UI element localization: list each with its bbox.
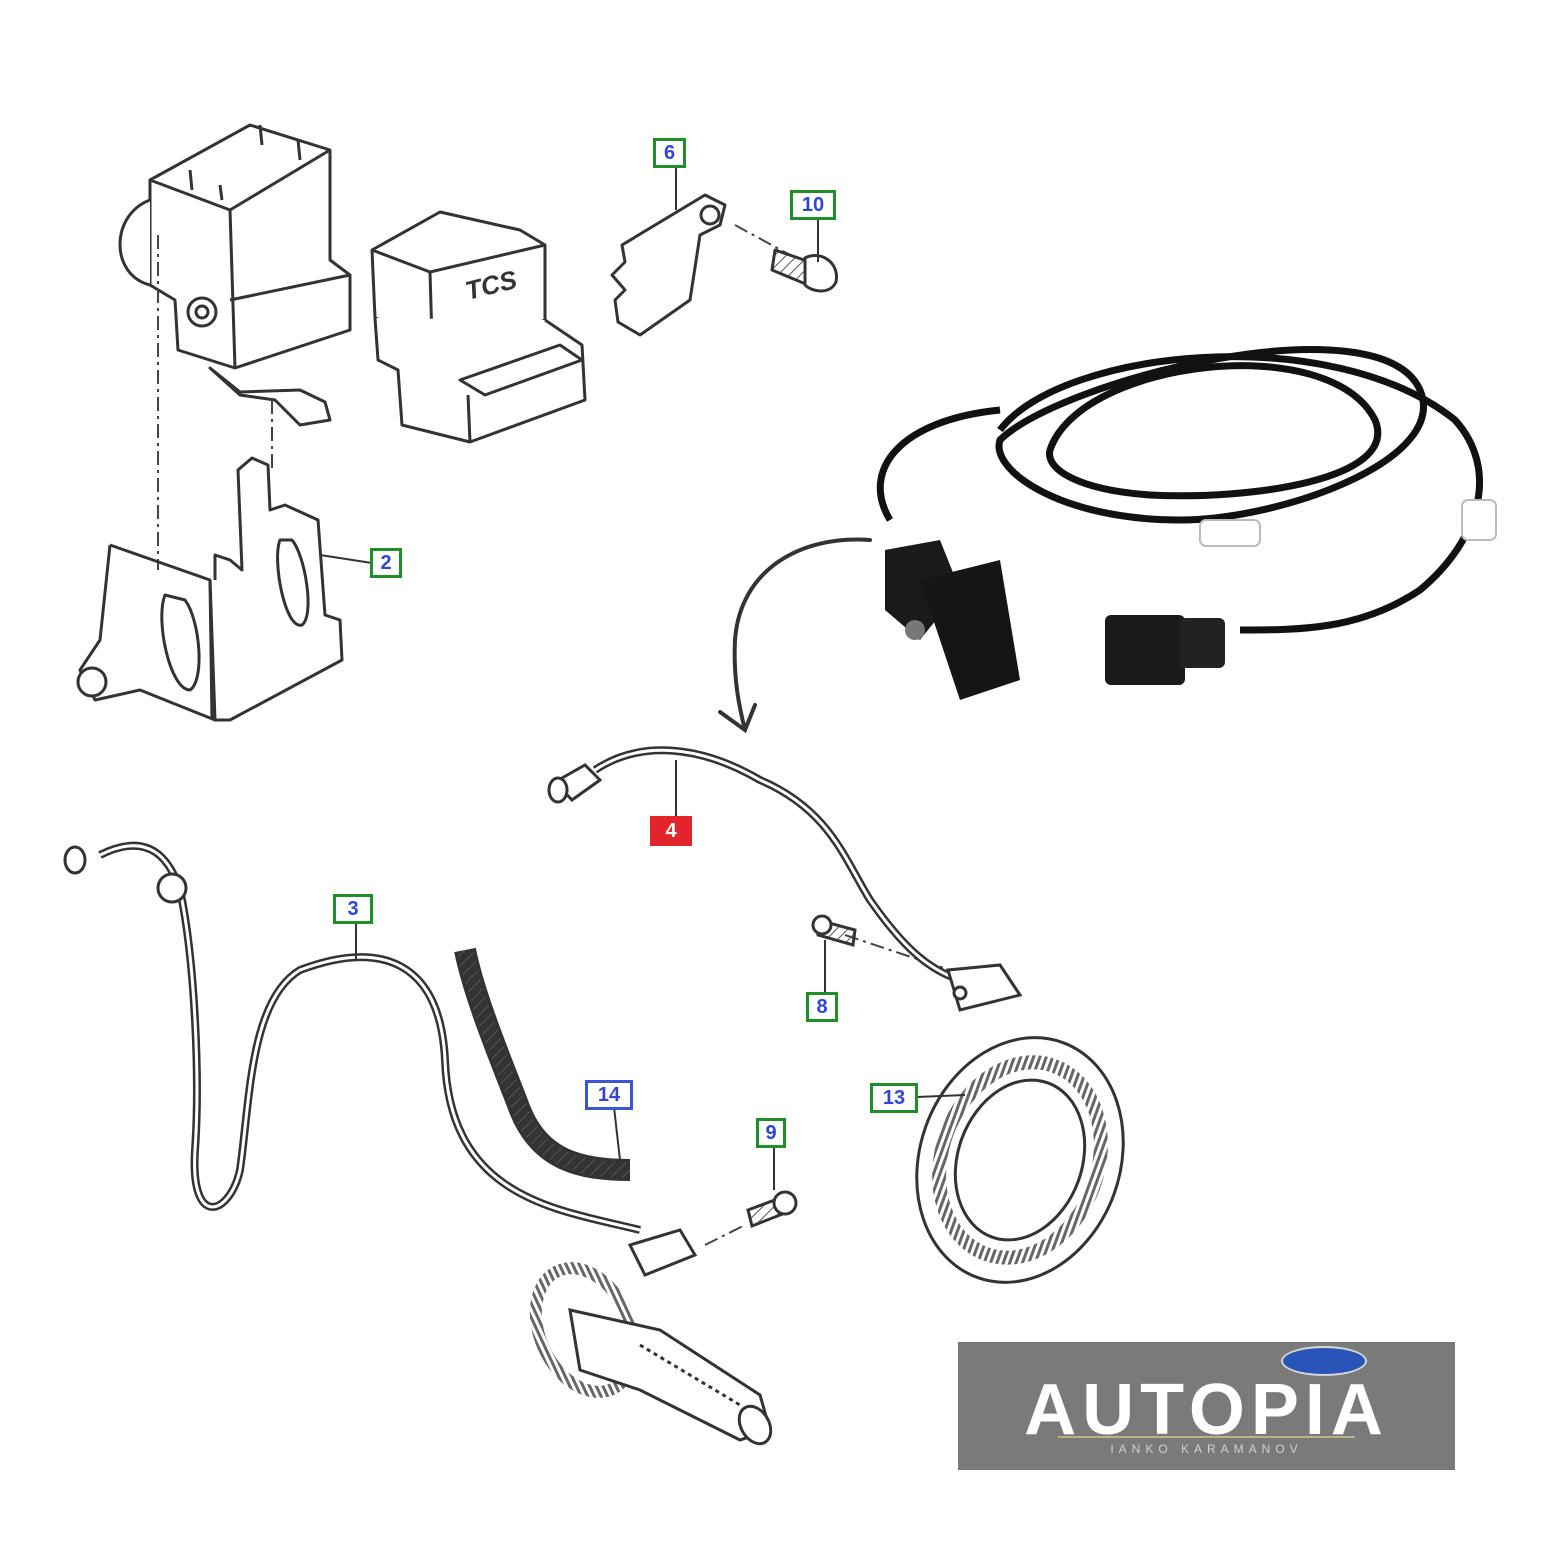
callout-item-14: 14 [585, 1080, 633, 1110]
autopia-logo: AUTOPIA IANKO KARAMANOV [958, 1342, 1455, 1470]
mounting-bracket [76, 456, 344, 722]
callout-item-9: 9 [756, 1118, 786, 1148]
callout-item-2: 2 [370, 548, 402, 578]
bolt-10 [770, 248, 838, 293]
logo-divider [1058, 1436, 1355, 1438]
logo-wordmark: AUTOPIA [1024, 1370, 1389, 1450]
assembly-guide-lines [157, 224, 966, 1246]
sensor-bracket [610, 193, 727, 337]
callout-item-6: 6 [653, 138, 686, 168]
arrow-icon [718, 537, 872, 734]
tone-ring [915, 1036, 1125, 1284]
leader-lines [319, 165, 966, 1190]
abs-sensor-3 [63, 841, 698, 1277]
callout-item-3: 3 [333, 894, 373, 924]
callout-item-4: 4 [650, 816, 692, 846]
hydraulic-control-unit [118, 123, 352, 427]
callout-item-13: 13 [870, 1083, 918, 1113]
callout-item-8: 8 [806, 992, 838, 1022]
abs-sensor-4 [547, 746, 1023, 1012]
protective-sleeve [454, 947, 631, 1181]
tcs-module: TCS [370, 210, 587, 444]
bolt-9 [746, 1190, 798, 1229]
brand-oval-icon [1281, 1346, 1367, 1376]
logo-subtitle: IANKO KARAMANOV [1110, 1442, 1303, 1456]
drive-shaft [529, 1262, 773, 1446]
callout-item-10: 10 [790, 190, 836, 220]
abs-sensor-photo [876, 346, 1497, 700]
